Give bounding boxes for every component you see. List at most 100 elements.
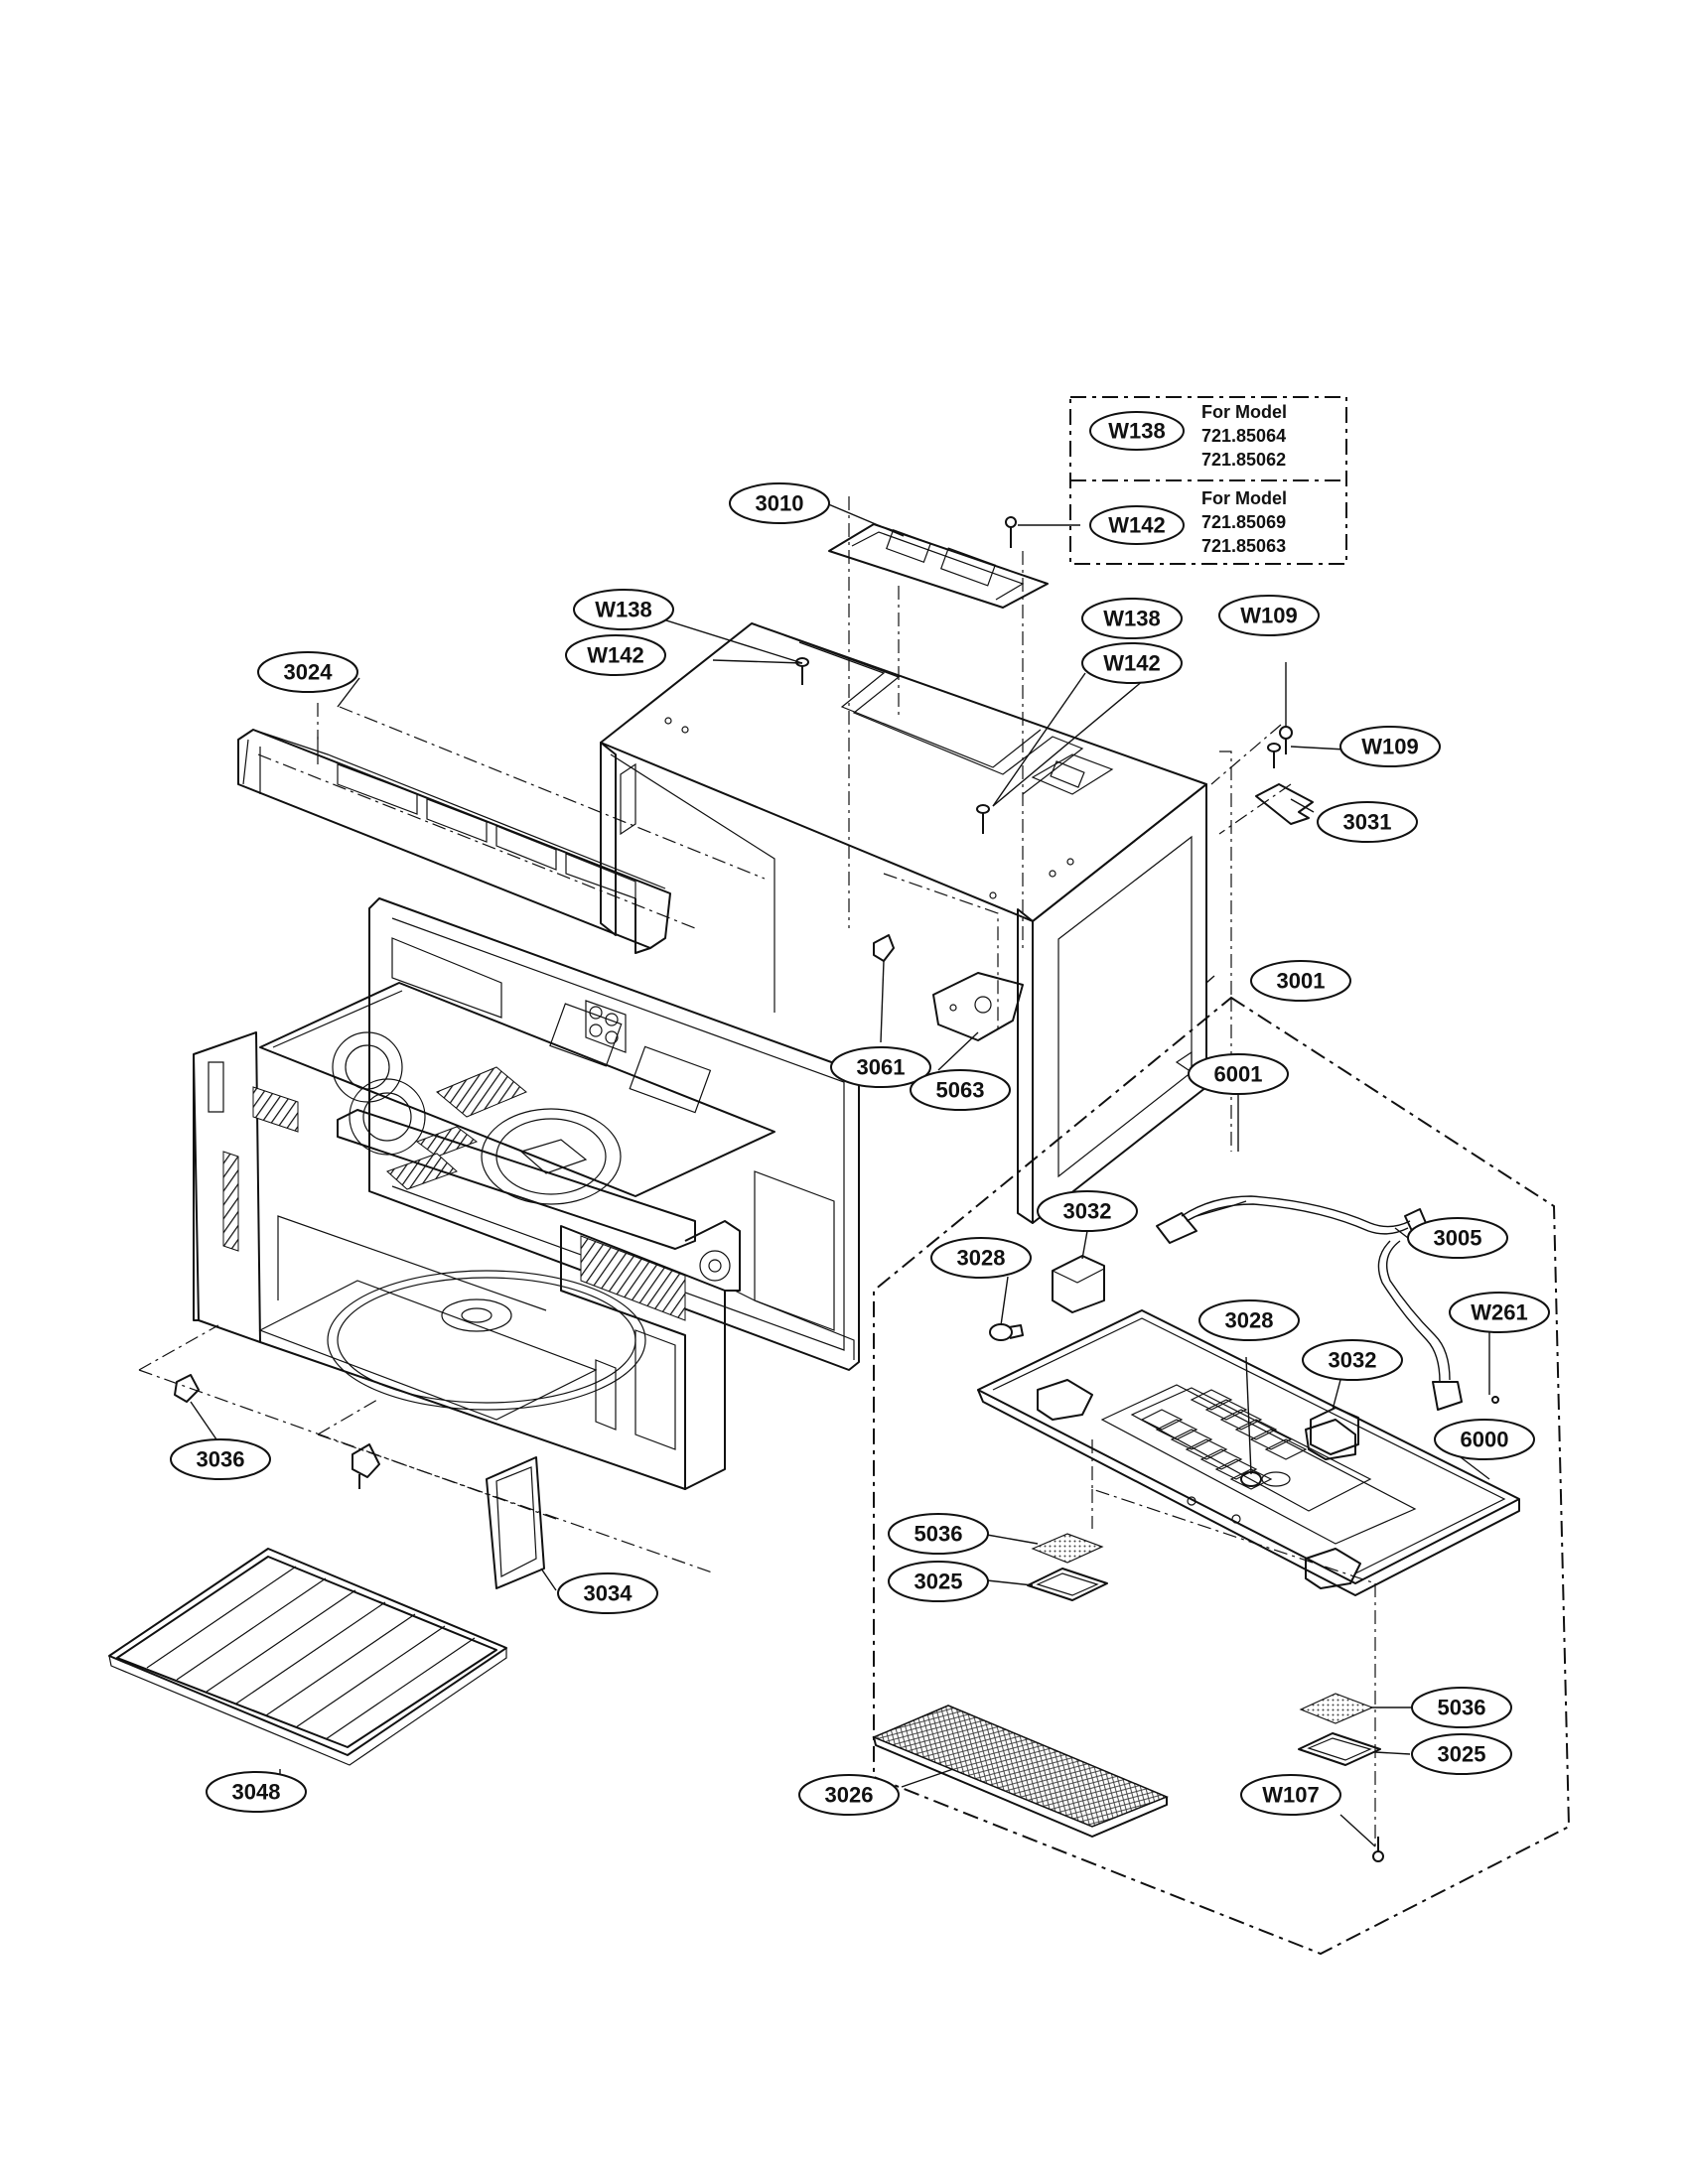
screw-w107 (1372, 1837, 1384, 1862)
part-3048-rack (108, 1548, 507, 1766)
callout-5036-a: 5036 (888, 1513, 989, 1555)
part-3034-door-part (486, 1456, 545, 1589)
callout-w142-a-text: W142 (587, 643, 643, 668)
callout-w109-b-text: W109 (1361, 735, 1418, 759)
part-3025-cover-b (1298, 1732, 1381, 1766)
note-w138-line2: 721.85064 (1201, 426, 1286, 446)
part-3001-outer-case (600, 622, 1207, 1224)
screw-w142-right (976, 804, 990, 834)
callout-w261: W261 (1449, 1292, 1550, 1333)
callout-w138-a-text: W138 (595, 598, 651, 622)
part-5036-filter-b (1299, 1693, 1374, 1724)
callout-w138-a: W138 (573, 589, 674, 630)
callout-3034-text: 3034 (584, 1581, 633, 1606)
note-w142: W142 For Model 721.85069 721.85063 (1089, 488, 1287, 556)
screw-w109-b (1267, 743, 1281, 768)
part-6000-bottom-plate (977, 1309, 1520, 1846)
callout-3025-a-text: 3025 (914, 1570, 963, 1594)
callout-3010: 3010 (729, 482, 830, 524)
callout-3028-b-text: 3028 (1225, 1308, 1274, 1333)
callout-3026-text: 3026 (825, 1783, 874, 1808)
screw-w109-a (1279, 726, 1293, 754)
callout-5036-a-text: 5036 (914, 1522, 963, 1547)
group-6001-outline (873, 996, 1571, 1956)
screw-w142-left (795, 657, 809, 685)
note-w138-label: W138 (1108, 419, 1165, 444)
callout-3028-a-text: 3028 (957, 1246, 1006, 1271)
note-w142-line3: 721.85063 (1201, 536, 1286, 556)
callout-5036-b-text: 5036 (1438, 1696, 1486, 1720)
note-w138-line1: For Model (1201, 402, 1287, 422)
callout-3024-text: 3024 (284, 660, 334, 685)
callout-6001: 6001 (1188, 1053, 1289, 1095)
callout-3024: 3024 (257, 651, 358, 693)
part-3036-clip-a (174, 1374, 200, 1403)
callout-w109-a-text: W109 (1240, 604, 1297, 628)
part-3025-cover-a (1027, 1568, 1108, 1601)
callout-5063: 5063 (910, 1069, 1011, 1111)
callout-3026: 3026 (798, 1774, 900, 1816)
part-3032-cover-a (1052, 1255, 1105, 1313)
callout-3025-b: 3025 (1411, 1733, 1512, 1775)
note-w142-line2: 721.85069 (1201, 512, 1286, 532)
part-3010-bracket (828, 496, 1049, 953)
callout-3025-b-text: 3025 (1438, 1742, 1486, 1767)
screw-w142-top (1005, 516, 1017, 548)
alignment-lines-top (257, 706, 1292, 1032)
note-w142-line1: For Model (1201, 488, 1287, 508)
callout-w138-b-text: W138 (1103, 607, 1160, 631)
callout-w142-b-text: W142 (1103, 651, 1160, 676)
callout-w261-text: W261 (1471, 1300, 1527, 1325)
callout-6000-text: 6000 (1461, 1428, 1509, 1452)
callout-3036: 3036 (170, 1438, 271, 1480)
callout-3061: 3061 (830, 1046, 931, 1088)
callout-w107: W107 (1240, 1774, 1341, 1816)
callout-3010-text: 3010 (756, 491, 804, 516)
callout-w142-a: W142 (565, 634, 666, 676)
note-w142-label: W142 (1108, 513, 1165, 538)
screw-w261 (1491, 1396, 1499, 1404)
alignment-lines-bottom-left (138, 1324, 716, 1574)
callout-w138-b: W138 (1081, 598, 1183, 639)
part-5063-plate (932, 972, 1024, 1041)
callout-w109-a: W109 (1218, 595, 1320, 636)
note-w138: W138 For Model 721.85064 721.85062 (1089, 402, 1287, 470)
callout-3034: 3034 (557, 1572, 658, 1614)
callout-3005-text: 3005 (1434, 1226, 1482, 1251)
part-5036-filter-a (1031, 1533, 1104, 1564)
part-3031-bracket (1255, 783, 1314, 825)
callout-3005: 3005 (1407, 1217, 1508, 1259)
callout-3031-text: 3031 (1343, 810, 1392, 835)
callout-3032-b-text: 3032 (1329, 1348, 1377, 1373)
callout-3001: 3001 (1250, 960, 1351, 1002)
part-3024-front-bar (237, 703, 671, 954)
model-note-box (1069, 396, 1347, 565)
part-3028-bulb-a (989, 1323, 1024, 1341)
part-3032-cover-b (1310, 1407, 1359, 1455)
part-3005-wire-harness (1156, 1195, 1463, 1411)
callout-3036-text: 3036 (197, 1447, 245, 1472)
callout-5063-text: 5063 (936, 1078, 985, 1103)
callout-w142-b: W142 (1081, 642, 1183, 684)
callout-3032-a-text: 3032 (1063, 1199, 1112, 1224)
callout-3028-b: 3028 (1198, 1299, 1300, 1341)
leader-lines (190, 502, 1490, 1847)
callout-3025-a: 3025 (888, 1561, 989, 1602)
callout-3061-text: 3061 (857, 1055, 906, 1080)
callout-3031: 3031 (1317, 801, 1418, 843)
part-3061-clip (873, 934, 895, 962)
note-w138-line3: 721.85062 (1201, 450, 1286, 470)
callout-3001-text: 3001 (1277, 969, 1326, 994)
callout-3028-a: 3028 (930, 1237, 1032, 1279)
callout-w107-text: W107 (1262, 1783, 1319, 1808)
callout-3032-b: 3032 (1302, 1339, 1403, 1381)
callout-5036-b: 5036 (1411, 1687, 1512, 1728)
part-3036-clip-b (352, 1443, 380, 1489)
part-3026-grease-filter (872, 1705, 1169, 1838)
callout-6001-text: 6001 (1214, 1062, 1263, 1087)
callout-3032-a: 3032 (1037, 1190, 1138, 1232)
callout-3048: 3048 (206, 1771, 307, 1813)
callout-3048-text: 3048 (232, 1780, 281, 1805)
main-chassis (193, 897, 860, 1490)
